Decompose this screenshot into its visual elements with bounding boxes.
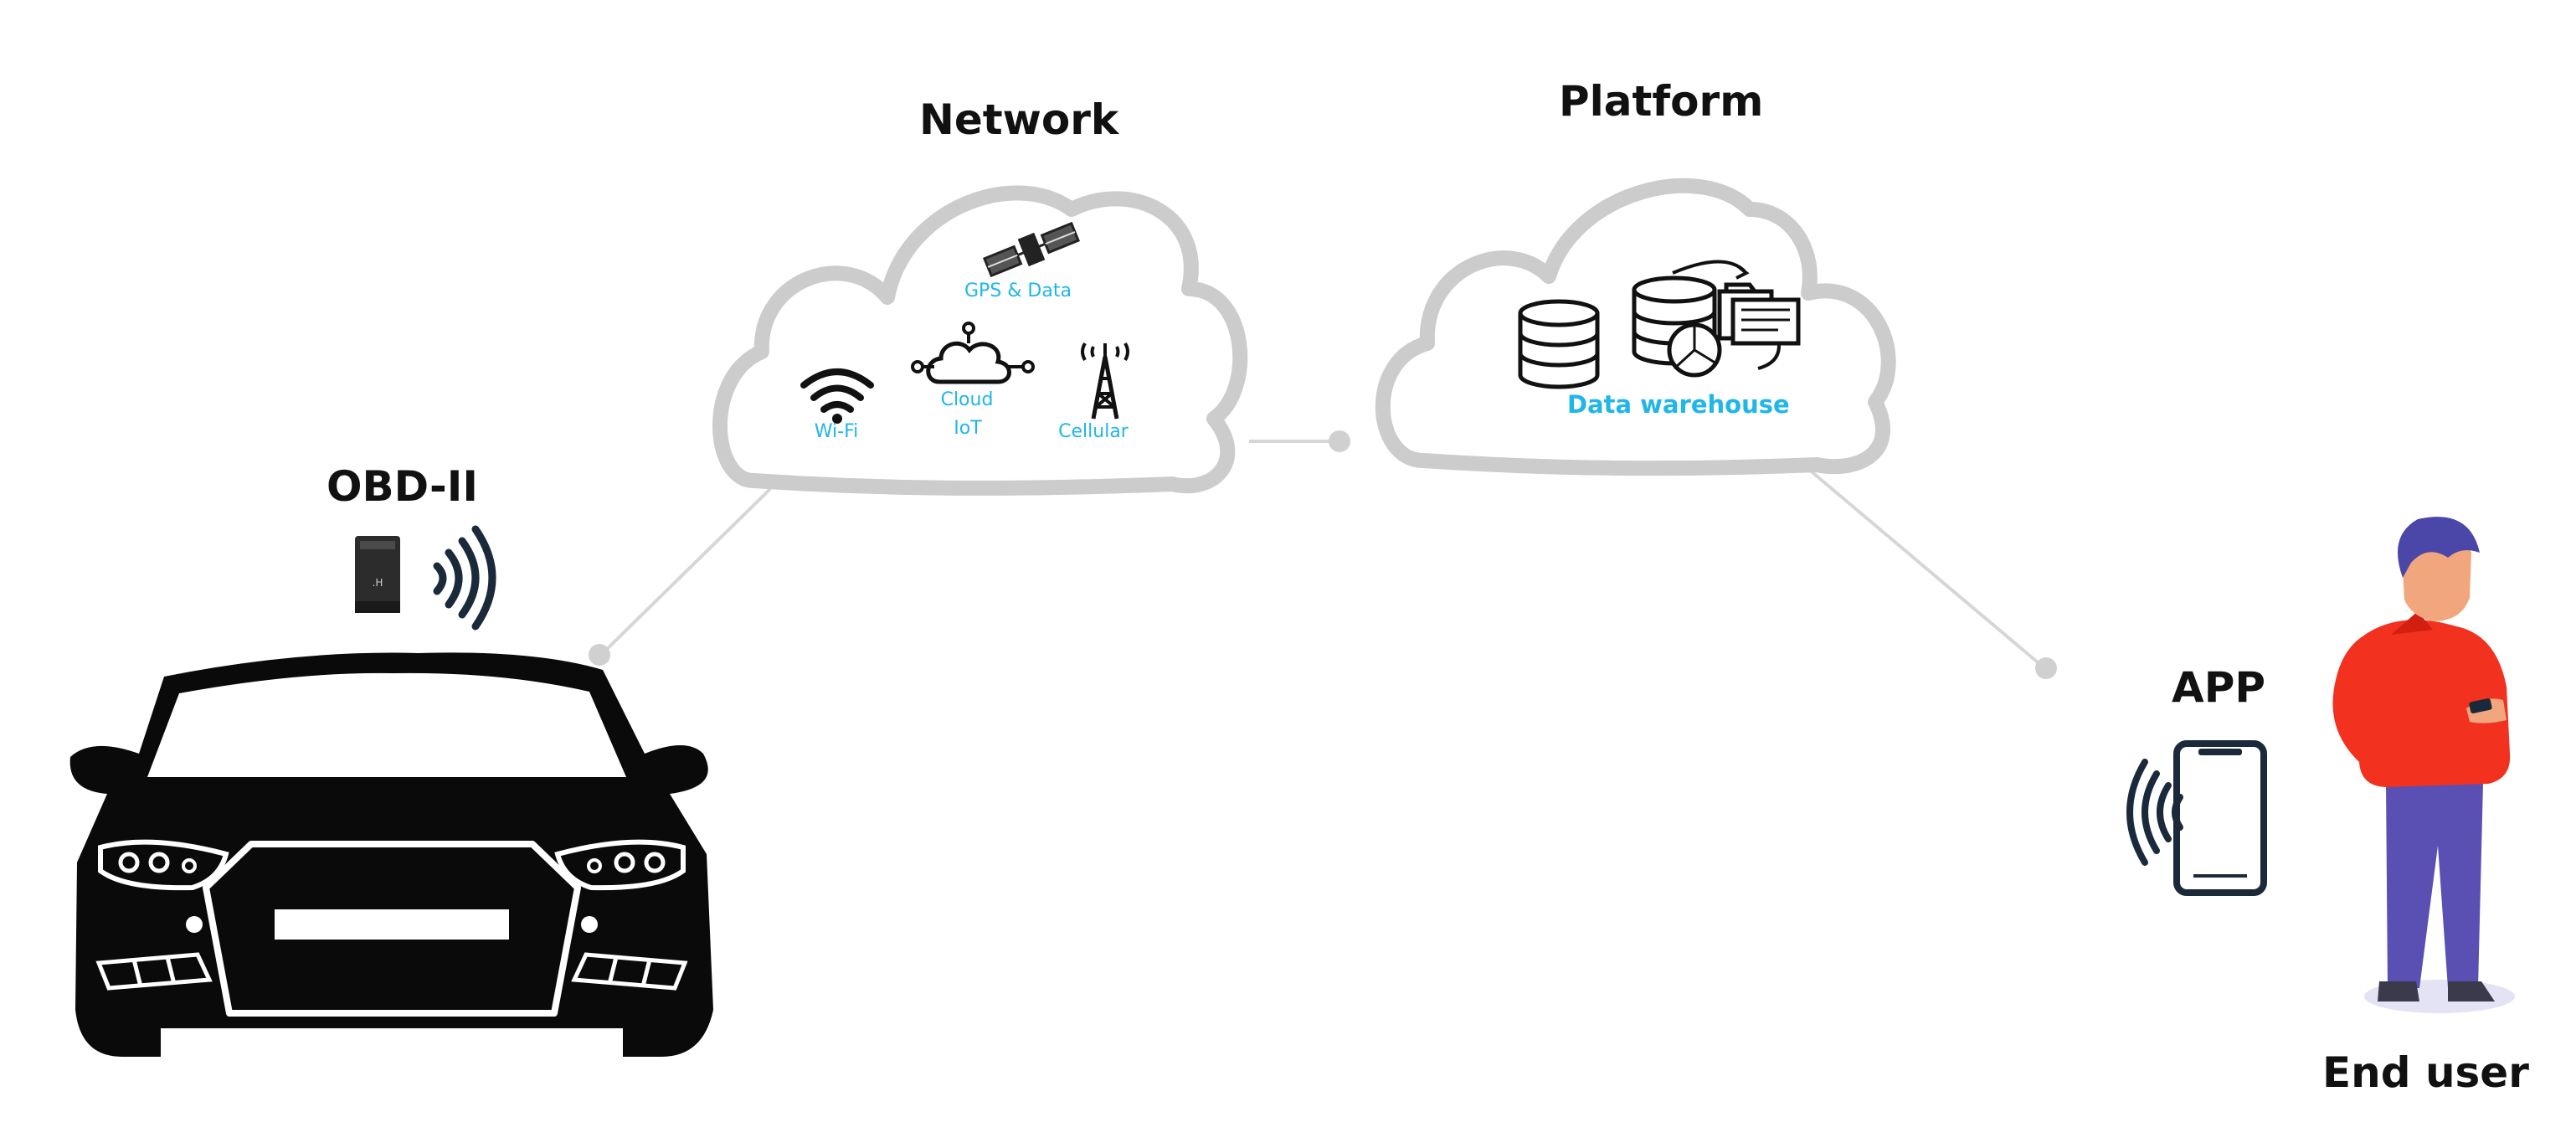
cloud-iot-icon [911,322,1035,384]
cellular-label: Cellular [1058,421,1129,442]
data-warehouse-icon [1632,260,1801,378]
network-title: Network [919,95,1119,144]
obd-title: OBD-II [326,462,479,511]
connector-dot-app [2035,657,2057,679]
connector-dots [589,430,2057,679]
connector-platform-app [1807,467,2044,668]
end-user-title: End user [2322,1048,2529,1097]
connector-dot-platform [1329,430,1350,452]
car-icon [69,652,713,1057]
data-warehouse-label: Data warehouse [1567,390,1790,419]
platform-title: Platform [1559,77,1764,126]
app-title: APP [2172,663,2265,712]
iot-label: IoT [954,418,982,439]
gps-data-label: GPS & Data [964,281,1072,301]
svg-text:.H: .H [373,577,383,589]
signal-waves-icon [433,525,496,631]
connector-lines [601,440,2044,668]
cell-tower-icon [1081,342,1129,420]
connector-dot-car [589,644,610,666]
signal-waves-icon [2126,759,2183,866]
connector-car-network [601,487,772,655]
database-icon [1518,299,1600,389]
smartphone-icon [2173,740,2267,896]
wifi-label: Wi-Fi [814,421,859,442]
person-icon [2332,517,2515,1013]
cloud-label: Cloud [940,389,994,410]
obd-device-icon: .H [355,536,400,613]
network-cloud-icon [712,185,1248,496]
wifi-icon [800,368,874,424]
satellite-icon [983,221,1080,278]
